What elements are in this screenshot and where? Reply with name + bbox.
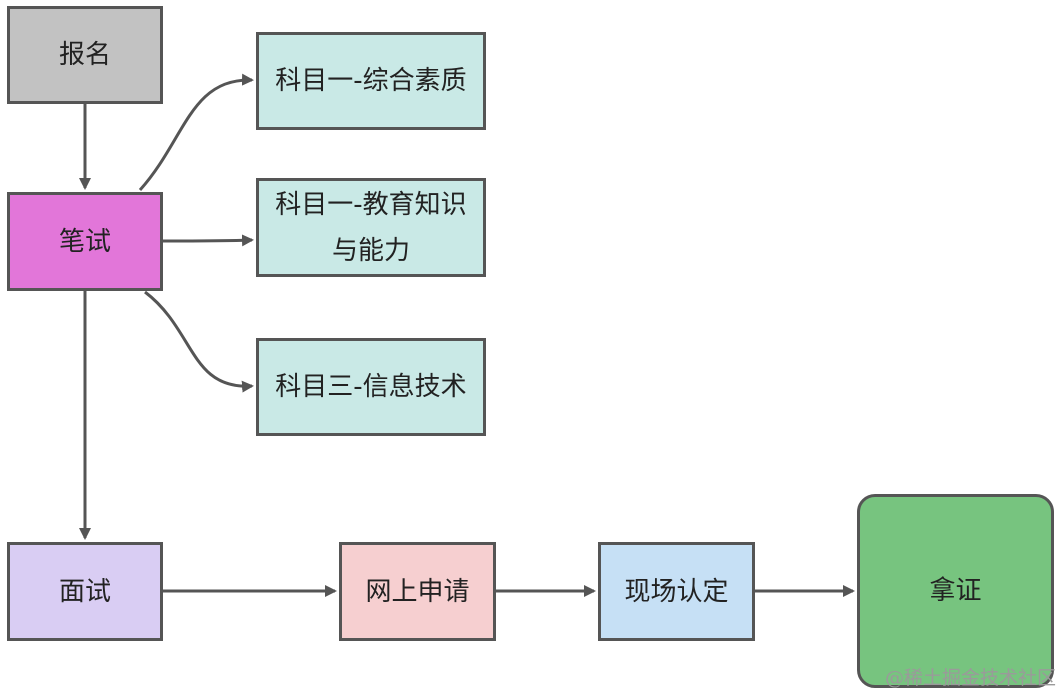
edge-bishi-kemu3 — [144, 290, 254, 393]
node-kemu2: 科目一-教育知识 与能力 — [256, 178, 486, 277]
node-xianchang-label: 现场认定 — [624, 576, 729, 607]
node-nazheng-label: 拿证 — [929, 576, 982, 606]
node-bishi-label: 笔试 — [58, 226, 111, 257]
node-kemu3: 科目三-信息技术 — [256, 338, 486, 436]
node-xianchang: 现场认定 — [598, 542, 755, 641]
node-baoming-label: 报名 — [58, 40, 111, 70]
node-wangshang: 网上申请 — [339, 542, 496, 641]
watermark: @稀土掘金技术社区 — [884, 667, 1056, 689]
node-kemu1: 科目一-综合素质 — [256, 32, 486, 130]
node-wangshang-label: 网上申请 — [365, 576, 470, 607]
node-nazheng: 拿证 — [857, 494, 1054, 688]
node-kemu1-label: 科目一-综合素质 — [275, 66, 467, 96]
node-kemu2-label-line2: 与能力 — [331, 235, 410, 266]
node-kemu3-label: 科目三-信息技术 — [275, 372, 467, 402]
node-baoming: 报名 — [7, 6, 163, 104]
edge-bishi-kemu2 — [162, 234, 254, 247]
node-mianshi-label: 面试 — [58, 576, 111, 607]
node-bishi: 笔试 — [7, 192, 163, 291]
node-mianshi: 面试 — [7, 542, 163, 641]
node-kemu2-label-line1: 科目一-教育知识 — [275, 189, 467, 220]
edge-bishi-kemu1 — [138, 73, 254, 192]
